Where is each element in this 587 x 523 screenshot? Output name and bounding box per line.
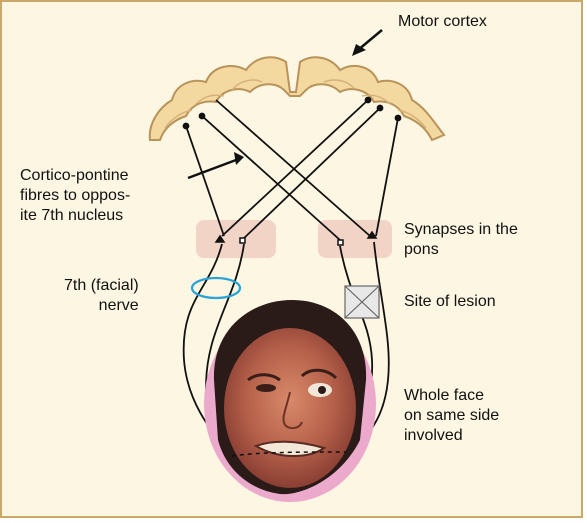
face-photo	[204, 300, 376, 502]
lesion-box	[345, 286, 379, 318]
label-cortico-pontine: Cortico-pontine fibres to oppos- ite 7th…	[20, 166, 130, 226]
label-synapses: Synapses in the pons	[404, 220, 518, 260]
motor-cortex-arrow	[352, 30, 382, 56]
motor-cortex-shape	[150, 57, 444, 140]
label-facial-nerve: 7th (facial) nerve	[64, 276, 139, 316]
label-lesion: Site of lesion	[404, 292, 496, 312]
pons-block-right	[318, 220, 392, 258]
label-motor-cortex: Motor cortex	[398, 12, 487, 32]
pons-block-left	[196, 220, 276, 258]
label-whole-face: Whole face on same side involved	[404, 386, 499, 446]
